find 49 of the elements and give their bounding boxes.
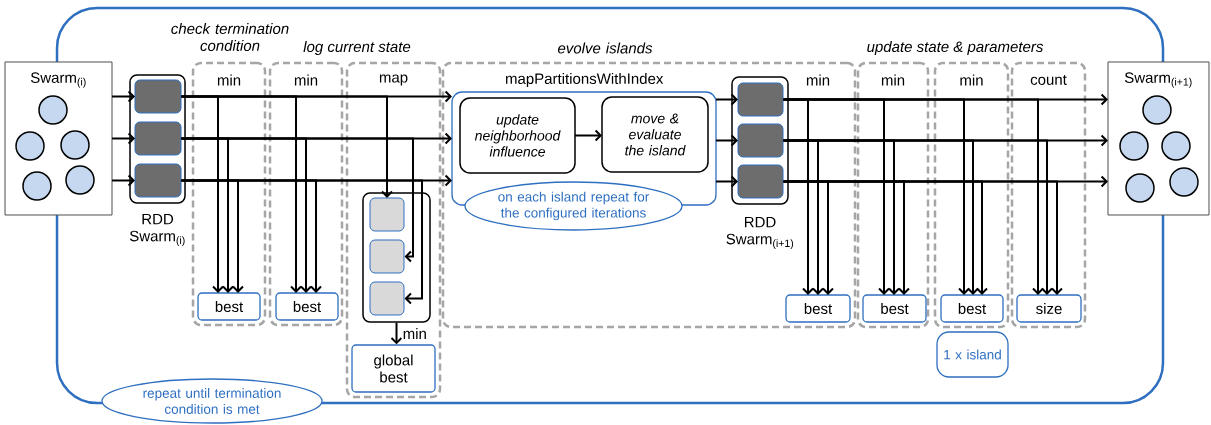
result-box: best: [197, 292, 261, 321]
result-box: size: [1016, 294, 1082, 323]
arrow: [180, 137, 414, 263]
arrow: [111, 90, 135, 103]
partition-box: [737, 164, 784, 199]
arrow: [180, 174, 452, 187]
arrow: [782, 98, 1044, 295]
stage-heading: evolve islands: [558, 42, 653, 54]
result-box: best: [275, 292, 339, 321]
operation-label: mapPartitionsWithIndex: [506, 73, 664, 87]
container-label: RDD Swarm$_{(i+1)}$: [726, 216, 794, 250]
partition-box: [737, 82, 784, 117]
partition-box: [134, 163, 182, 198]
partition-box: [369, 197, 405, 232]
note-text: repeat until termination condition is met: [143, 388, 281, 414]
arrow: [715, 93, 738, 106]
stage-heading: update state & parameters: [867, 41, 1044, 55]
stage-heading: check termination condition: [171, 23, 289, 51]
process-box: move & evaluate the island: [601, 96, 709, 173]
operation-label: min: [806, 74, 830, 86]
arrow: [782, 134, 1108, 147]
arrow: [782, 180, 1063, 295]
result-box: global best: [351, 344, 436, 393]
arrow: [715, 175, 738, 188]
result-box: best: [940, 294, 1004, 323]
result-box: best: [785, 294, 851, 323]
partition-box: [737, 123, 784, 158]
arrow: [111, 132, 135, 145]
arrow: [782, 139, 1053, 295]
note-text: on each island repeat for the configured iterations: [498, 191, 650, 221]
container-label: RDD Swarm$_{(i)}$: [129, 213, 185, 247]
arrow: [782, 93, 1108, 106]
arrow: [180, 95, 393, 198]
arrow: [111, 174, 135, 187]
stage-heading: log current state: [303, 41, 411, 55]
partition-box: [134, 121, 182, 156]
arrow: [715, 134, 738, 147]
partition-box: [369, 281, 405, 316]
arrow: [180, 132, 452, 145]
note-box: 1 x island: [936, 331, 1009, 378]
edge-label: min: [401, 327, 428, 340]
partition-box: [134, 79, 182, 114]
arrow: [180, 179, 423, 305]
process-box: update neighborhood influence: [459, 97, 576, 174]
result-box: best: [862, 294, 927, 323]
partition-box: [369, 239, 405, 274]
arrow: [180, 90, 452, 103]
arrow: [782, 175, 1108, 188]
arrow: [574, 129, 602, 142]
